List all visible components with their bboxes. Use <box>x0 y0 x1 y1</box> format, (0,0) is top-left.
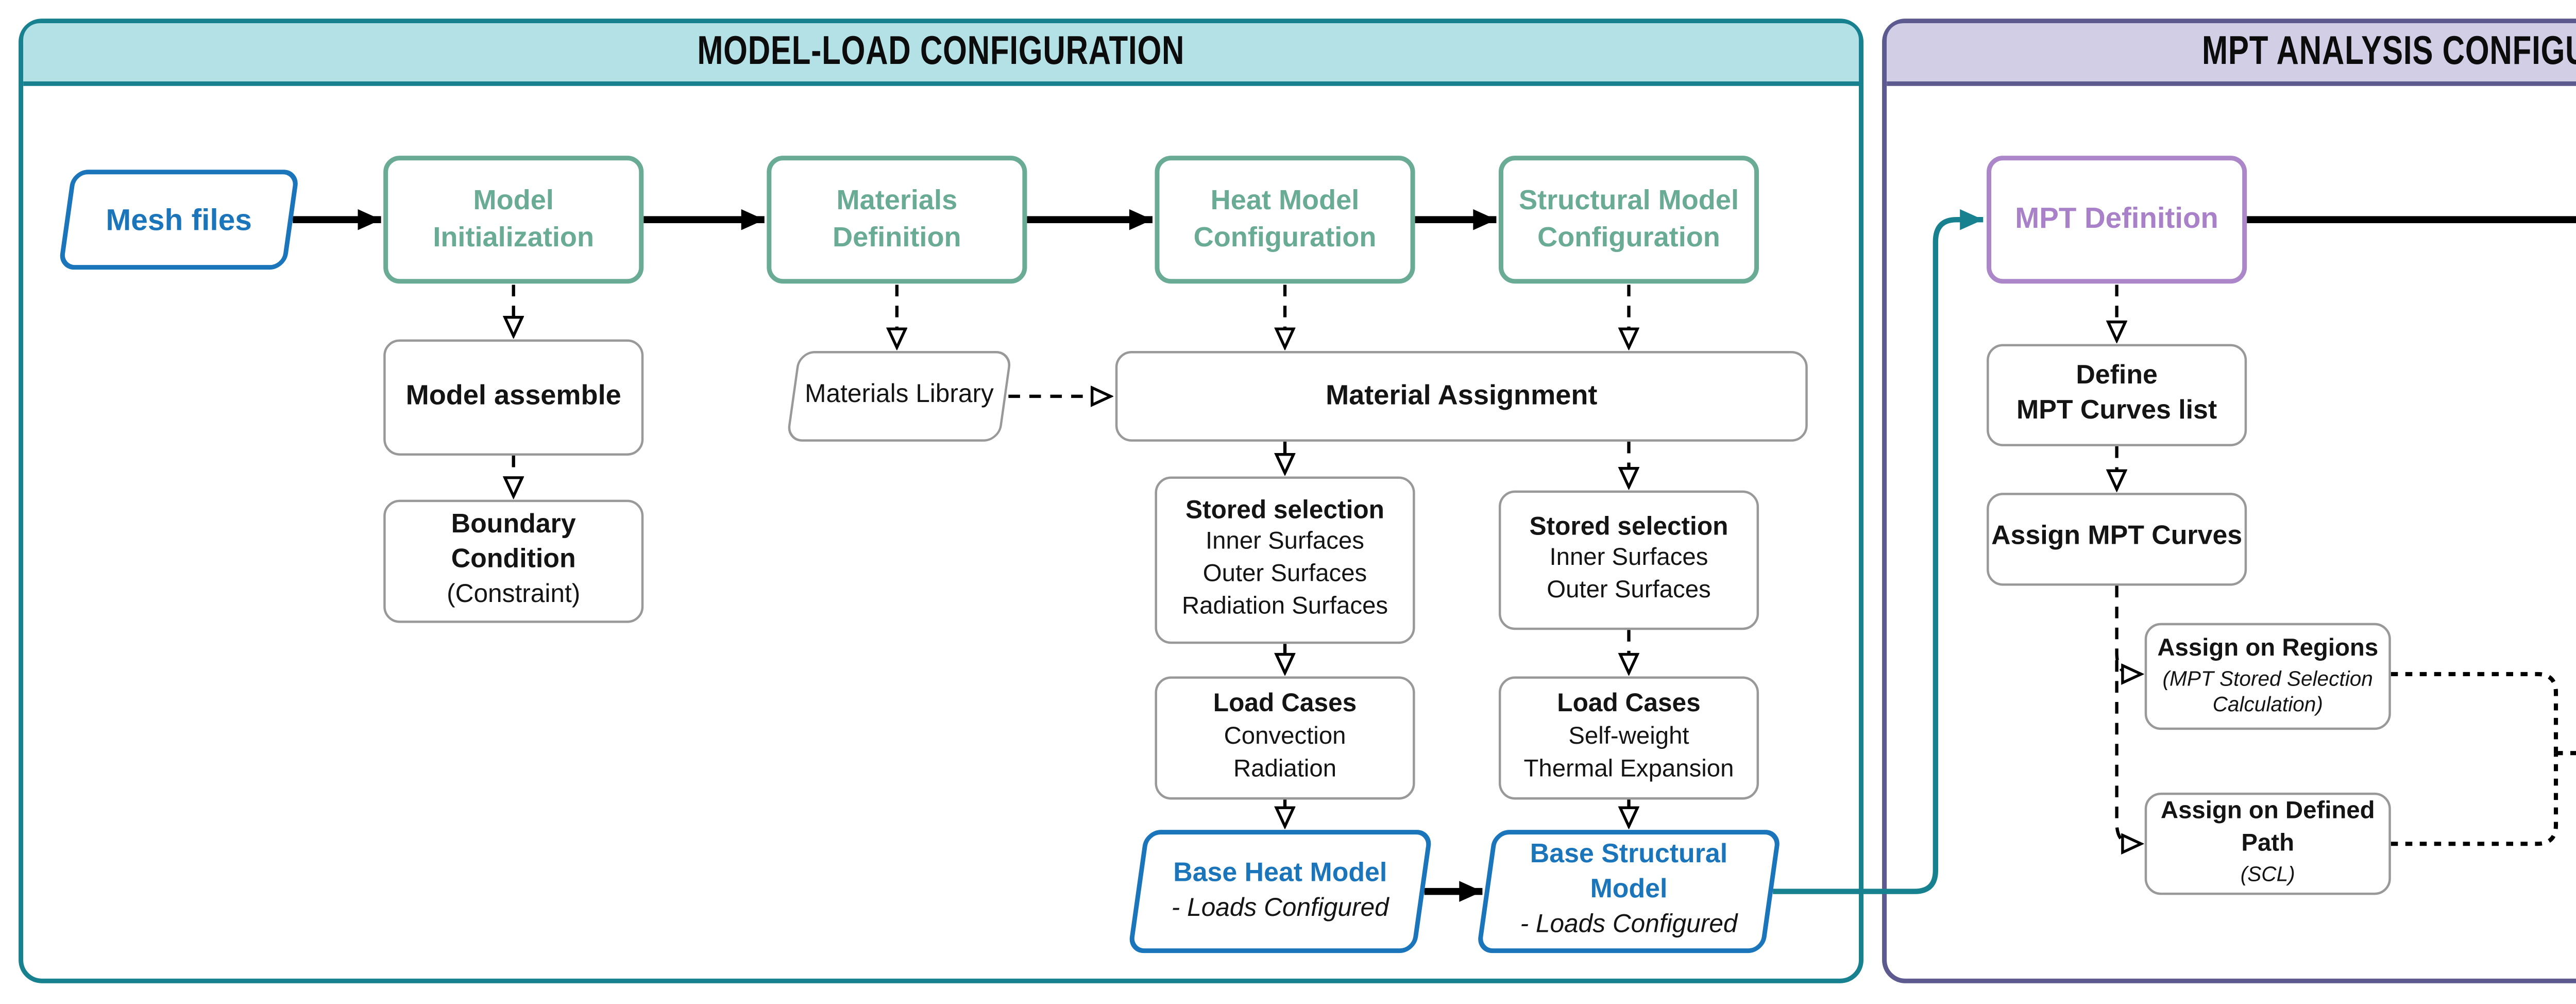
base-structural-model-title: Base Structural Model <box>1530 841 1728 905</box>
model-initialization-label-line2: Initialization <box>433 220 595 253</box>
section-model-load-title: MODEL-LOAD CONFIGURATION <box>697 29 1185 73</box>
section-mpt-header: MPT ANALYSIS CONFIGURATION <box>1887 23 2576 86</box>
node-material-assignment: Material Assignment <box>1115 351 1808 442</box>
stored-selection-heat-title: Stored selection <box>1185 497 1384 526</box>
model-assemble-label: Model assemble <box>405 379 621 412</box>
define-mpt-curves-list-line2: MPT Curves list <box>2016 397 2217 426</box>
load-cases-structural-item: Thermal Expansion <box>1523 755 1734 783</box>
load-cases-heat-title: Load Cases <box>1213 691 1357 719</box>
materials-library-label: Materials Library <box>805 381 994 410</box>
load-cases-heat-item: Radiation <box>1233 755 1337 783</box>
node-base-heat-model: Base Heat Model - Loads Configured <box>1127 830 1433 953</box>
stored-selection-structural-item: Outer Surfaces <box>1547 577 1711 605</box>
stored-selection-heat-item: Outer Surfaces <box>1202 561 1367 589</box>
model-initialization-label-line1: Model <box>473 182 554 215</box>
mpt-definition-label: MPT Definition <box>2015 203 2218 236</box>
node-model-assemble: Model assemble <box>383 339 644 456</box>
assign-on-regions-subtitle: (MPT Stored Selection Calculation) <box>2162 667 2373 716</box>
stored-selection-heat-item: Radiation Surfaces <box>1181 593 1388 622</box>
stored-selection-structural-title: Stored selection <box>1529 513 1728 542</box>
structural-model-configuration-label-line1: Structural Model <box>1518 182 1739 215</box>
assign-on-defined-path-title: Assign on Defined Path <box>2160 797 2375 858</box>
heat-model-configuration-label-line2: Configuration <box>1193 220 1377 253</box>
node-base-structural-model: Base Structural Model - Loads Configured <box>1476 830 1782 953</box>
load-cases-structural-item: Self-weight <box>1568 723 1689 751</box>
boundary-condition-title: Boundary Condition <box>451 511 576 575</box>
load-cases-heat-item: Convection <box>1224 723 1346 751</box>
section-mpt-title: MPT ANALYSIS CONFIGURATION <box>2201 29 2576 73</box>
boundary-condition-subtitle: (Constraint) <box>447 582 581 610</box>
node-assign-mpt-curves: Assign MPT Curves <box>1987 493 2247 586</box>
heat-model-configuration-label-line1: Heat Model <box>1210 182 1360 215</box>
assign-on-regions-title: Assign on Regions <box>2157 635 2379 663</box>
node-stored-selection-structural: Stored selection Inner Surfaces Outer Su… <box>1498 490 1759 630</box>
node-define-mpt-curves-list: Define MPT Curves list <box>1987 344 2247 446</box>
structural-model-configuration-label-line2: Configuration <box>1537 220 1720 253</box>
mesh-files-label: Mesh files <box>106 202 252 237</box>
node-mesh-files: Mesh files <box>58 170 300 270</box>
node-load-cases-heat: Load Cases Convection Radiation <box>1155 676 1415 800</box>
load-cases-structural-title: Load Cases <box>1557 691 1701 719</box>
materials-definition-label-line1: Materials <box>836 182 958 215</box>
assign-mpt-curves-label: Assign MPT Curves <box>1991 524 2243 552</box>
section-model-load-header: MODEL-LOAD CONFIGURATION <box>23 23 1859 86</box>
node-assign-on-regions: Assign on Regions (MPT Stored Selection … <box>2144 623 2391 730</box>
node-boundary-condition: Boundary Condition (Constraint) <box>383 499 644 623</box>
node-assign-on-defined-path: Assign on Defined Path (SCL) <box>2144 792 2391 895</box>
material-assignment-label: Material Assignment <box>1326 378 1598 411</box>
materials-definition-label-line2: Definition <box>833 220 961 253</box>
assign-on-defined-path-subtitle: (SCL) <box>2240 862 2295 885</box>
base-structural-model-status: - Loads Configured <box>1520 912 1738 940</box>
base-heat-model-title: Base Heat Model <box>1173 859 1387 888</box>
node-stored-selection-heat: Stored selection Inner Surfaces Outer Su… <box>1155 476 1415 644</box>
node-materials-definition: Materials Definition <box>767 156 1027 284</box>
stored-selection-structural-item: Inner Surfaces <box>1549 545 1708 573</box>
node-heat-model-configuration: Heat Model Configuration <box>1155 156 1415 284</box>
node-structural-model-configuration: Structural Model Configuration <box>1498 156 1759 284</box>
node-model-initialization: Model Initialization <box>383 156 644 284</box>
define-mpt-curves-list-line1: Define <box>2076 362 2158 390</box>
node-load-cases-structural: Load Cases Self-weight Thermal Expansion <box>1498 676 1759 800</box>
base-heat-model-status: - Loads Configured <box>1172 894 1389 923</box>
node-mpt-definition: MPT Definition <box>1987 156 2247 284</box>
node-materials-library: Materials Library <box>786 351 1013 442</box>
stored-selection-heat-item: Inner Surfaces <box>1205 528 1365 557</box>
